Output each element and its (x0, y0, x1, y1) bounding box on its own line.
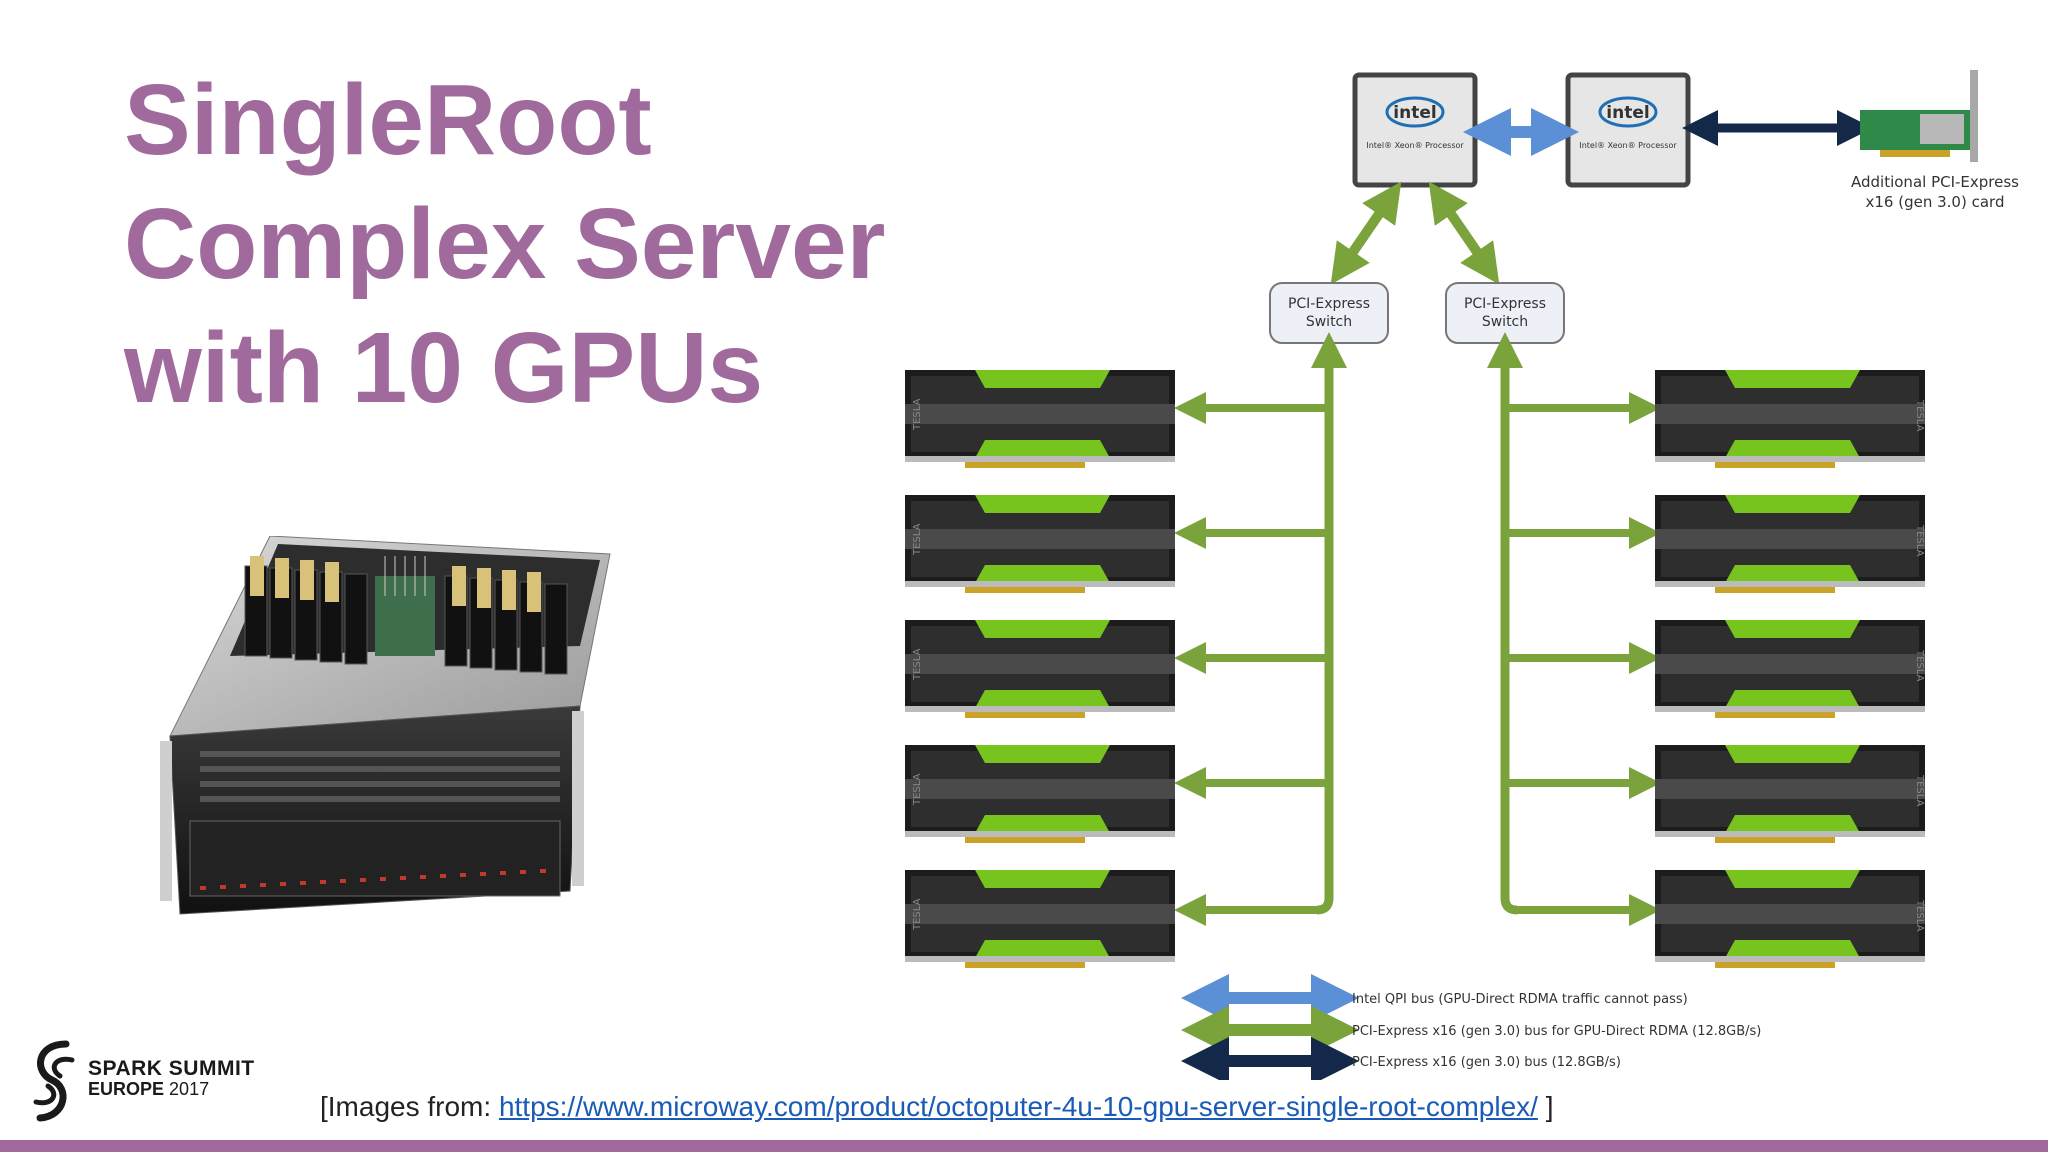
legend-label-pcie: PCI-Express x16 (gen 3.0) bus (12.8GB/s) (1352, 1055, 1621, 1070)
logo-line-1: SPARK SUMMIT (88, 1057, 255, 1080)
caption-prefix: [Images from: (320, 1091, 499, 1122)
cpu-right-logo: intel (1606, 103, 1649, 123)
pci-card-label-1: Additional PCI-Express (1851, 173, 2019, 191)
cpu-right-subtext: Intel® Xeon® Processor (1579, 141, 1677, 150)
gpu-label-right-1: TESLA (1914, 399, 1925, 432)
gpu-label-right-2: TESLA (1914, 524, 1925, 557)
caption-suffix: ] (1537, 1091, 1554, 1122)
pcie-switch-left: PCI-Express Switch (1269, 282, 1389, 344)
logo-year: 2017 (169, 1079, 210, 1100)
gpu-right-1 (1655, 370, 1925, 468)
title-line-1: SingleRoot (124, 64, 652, 176)
gpu-topology-diagram: intel Intel® Xeon® Processor intel Intel… (905, 70, 2019, 1080)
legend: Intel QPI bus (GPU-Direct RDMA traffic c… (1181, 974, 1761, 1080)
gpu-label-left-1: TESLA (912, 398, 923, 431)
gpu-left-5 (905, 870, 1175, 968)
logo-line-2: EUROPE 2017 (88, 1080, 255, 1099)
cpu-left: intel Intel® Xeon® Processor (1352, 72, 1478, 188)
cpu-left-logo: intel (1393, 103, 1436, 123)
switch-left-line-1: PCI-Express (1288, 296, 1370, 312)
gpu-label-left-3: TESLA (912, 648, 923, 681)
pci-express-card (1860, 70, 1978, 162)
gpu-right-4 (1655, 745, 1925, 843)
switch-right-line-2: Switch (1482, 314, 1528, 330)
gpu-right-2 (1655, 495, 1925, 593)
spark-summit-logo (33, 1040, 75, 1122)
gpu-label-right-4: TESLA (1914, 774, 1925, 807)
title-line-2: Complex Server (124, 188, 886, 300)
logo-europe: EUROPE (88, 1079, 165, 1100)
gpu-label-left-5: TESLA (912, 898, 923, 931)
gpu-right-3 (1655, 620, 1925, 718)
gpu-label-right-3: TESLA (1914, 649, 1925, 682)
logo-text: SPARK SUMMIT EUROPE 2017 (88, 1057, 255, 1099)
gpu-right-5 (1655, 870, 1925, 968)
cpu-left-subtext: Intel® Xeon® Processor (1366, 141, 1464, 150)
pcie-switch-right: PCI-Express Switch (1445, 282, 1565, 344)
slide-title: SingleRoot Complex Server with 10 GPUs (124, 58, 885, 430)
gpu-label-right-5: TESLA (1914, 899, 1925, 932)
pci-card-label-2: x16 (gen 3.0) card (1866, 193, 2005, 211)
source-link[interactable]: https://www.microway.com/product/octoput… (498, 1091, 1538, 1122)
gpu-left-2 (905, 495, 1175, 593)
gpu-left-3 (905, 620, 1175, 718)
title-line-3: with 10 GPUs (124, 312, 764, 424)
switch-left-line-2: Switch (1306, 314, 1352, 330)
legend-label-qpi: Intel QPI bus (GPU-Direct RDMA traffic c… (1352, 992, 1688, 1007)
cpu-right: intel Intel® Xeon® Processor (1565, 72, 1691, 188)
bottom-accent-bar (0, 1140, 2048, 1152)
gpu-label-left-4: TESLA (912, 773, 923, 806)
gpu-label-left-2: TESLA (912, 523, 923, 556)
server-image (160, 536, 611, 915)
image-credit: [Images from: https://www.microway.com/p… (320, 1091, 1553, 1123)
gpu-left-4 (905, 745, 1175, 843)
switch-right-line-1: PCI-Express (1464, 296, 1546, 312)
legend-label-pcie-rdma: PCI-Express x16 (gen 3.0) bus for GPU-Di… (1352, 1024, 1761, 1039)
gpu-left-1 (905, 370, 1175, 468)
